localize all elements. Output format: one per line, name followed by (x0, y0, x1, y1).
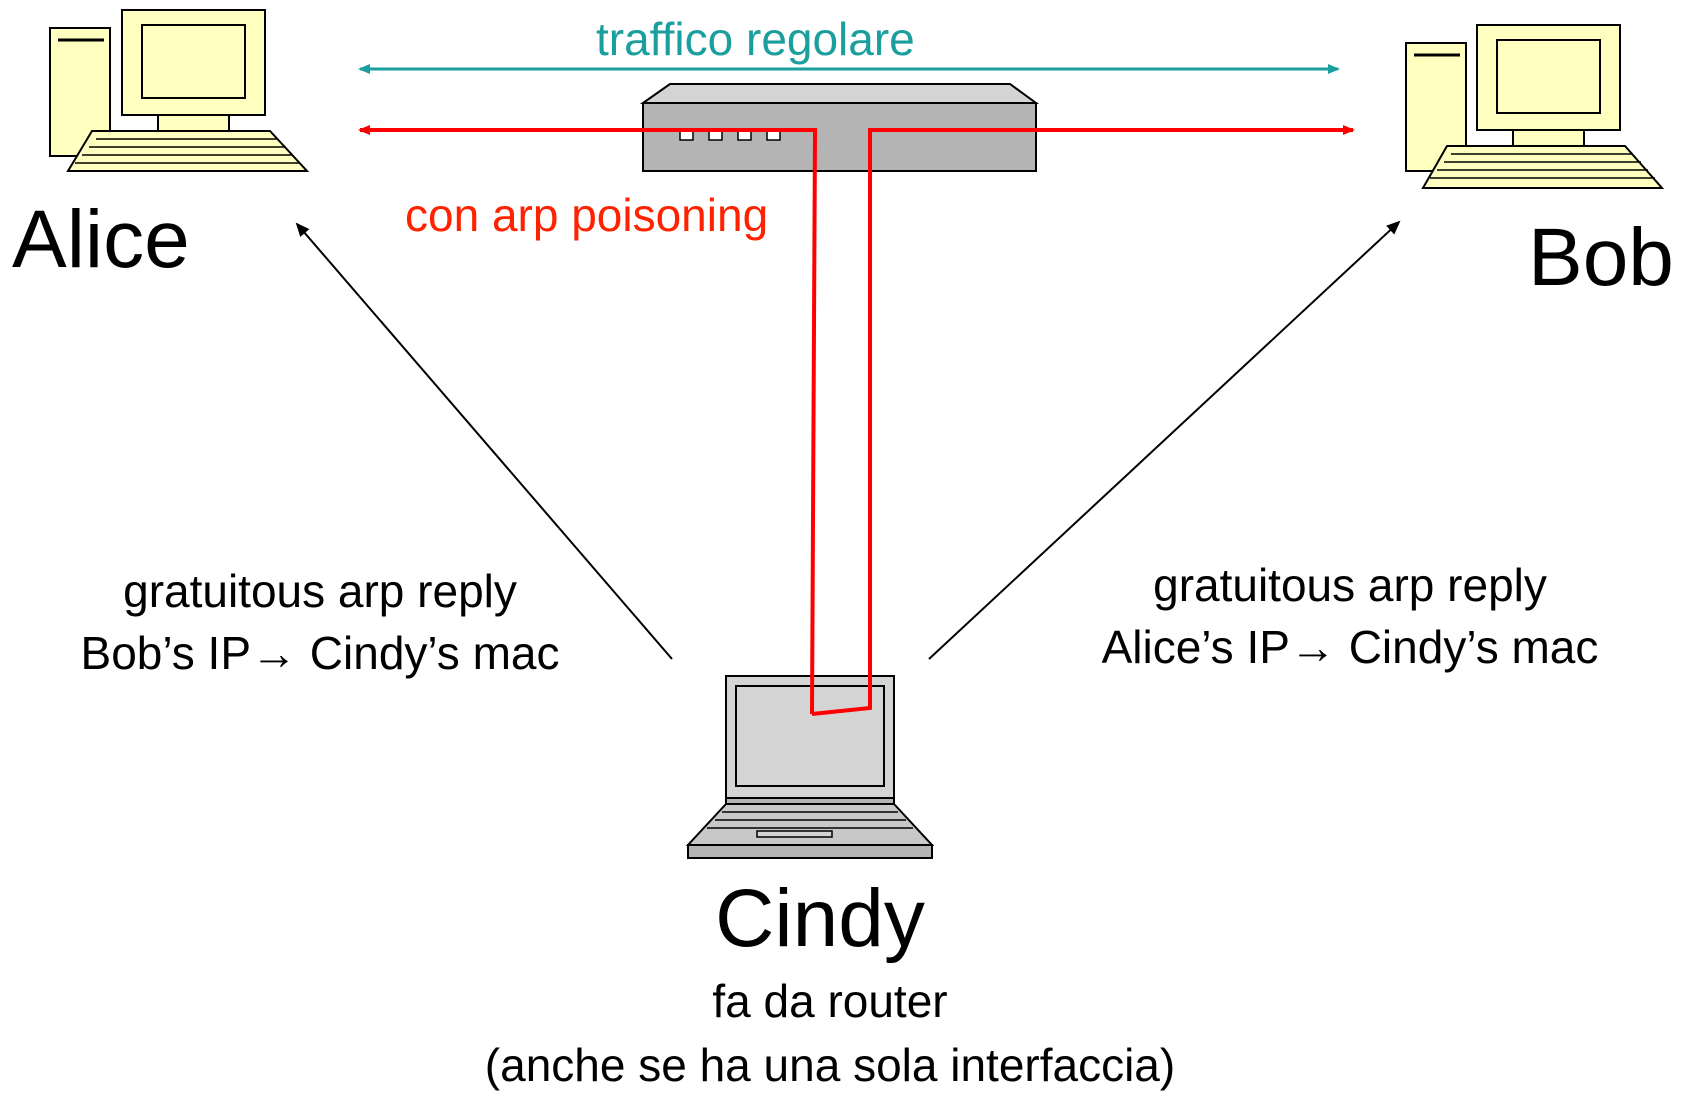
arp-reply-right-line2: Alice’s IP→ Cindy’s mac (1101, 621, 1599, 673)
cindy-laptop-icon (685, 675, 935, 859)
regular-traffic-label: traffico regolare (596, 13, 915, 65)
cindy-label: Cindy (715, 873, 925, 964)
arp-reply-right-text: gratuitous arp reply Alice’s IP→ Cindy’s… (1045, 554, 1655, 678)
alice-label: Alice (12, 194, 190, 285)
cindy-note-line2: (anche se ha una sola interfaccia) (484, 1039, 1176, 1091)
cindy-note-line1: fa da router (712, 975, 948, 1027)
arp-reply-left-line1: gratuitous arp reply (123, 565, 517, 617)
network-switch-icon (639, 83, 1040, 172)
arp-reply-to-alice-arrow (295, 222, 673, 660)
alice-computer-icon (49, 9, 310, 172)
poisoned-traffic-path (358, 125, 1355, 716)
arp-reply-right-line1: gratuitous arp reply (1153, 559, 1547, 611)
arp-reply-left-text: gratuitous arp reply Bob’s IP→ Cindy’s m… (20, 560, 620, 684)
bob-computer-icon (1405, 24, 1665, 189)
arp-reply-left-line2: Bob’s IP→ Cindy’s mac (80, 627, 560, 679)
poisoned-traffic-label: con arp poisoning (405, 189, 769, 241)
bob-label: Bob (1528, 212, 1674, 303)
arp-reply-to-bob-arrow (928, 220, 1401, 660)
cindy-note: fa da router (anche se ha una sola inter… (400, 969, 1260, 1097)
